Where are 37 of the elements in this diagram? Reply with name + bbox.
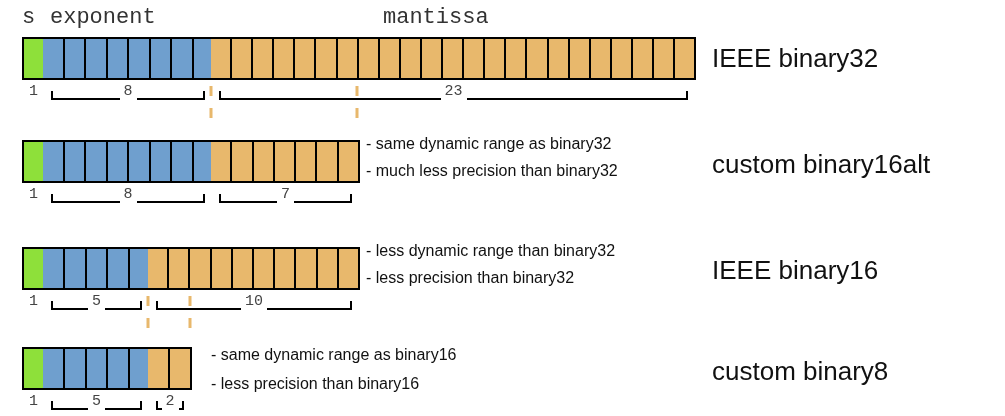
format-name: IEEE binary32: [712, 42, 879, 75]
bit-count: 7: [280, 187, 291, 203]
exponent-bit-field: [43, 37, 213, 80]
bit-count: 1: [29, 187, 38, 203]
sign-bit-field: [22, 247, 45, 290]
format-note: - less dynamic range than binary32: [366, 241, 616, 261]
bit-count: 1: [29, 394, 38, 410]
format-name: IEEE binary16: [712, 254, 879, 287]
bit-count: 5: [91, 294, 102, 310]
mantissa-bit-field: [211, 140, 360, 183]
bit-count: 23: [443, 84, 464, 100]
format-note: - same dynamic range as binary16: [211, 345, 457, 365]
mantissa-bit-field: [211, 37, 696, 80]
bit-count: 1: [29, 294, 38, 310]
exponent-bit-field: [43, 140, 213, 183]
bit-count: 10: [244, 294, 264, 310]
format-name: custom binary16alt: [712, 148, 931, 181]
field-heading: exponent: [50, 4, 156, 32]
mantissa-bit-field: [148, 347, 192, 390]
format-note: - much less precision than binary32: [366, 161, 618, 181]
field-heading: s: [22, 4, 36, 32]
bit-count: 2: [164, 394, 176, 410]
mantissa-bit-field: [148, 247, 360, 290]
bit-count: 5: [91, 394, 102, 410]
bit-count: 8: [122, 187, 134, 203]
format-note: - same dynamic range as binary32: [366, 134, 612, 154]
format-note: - less precision than binary32: [366, 268, 575, 288]
sign-bit-field: [22, 347, 45, 390]
sign-bit-field: [22, 140, 45, 183]
exponent-bit-field: [43, 247, 150, 290]
field-heading: mantissa: [383, 4, 489, 32]
bit-count: 8: [122, 84, 134, 100]
exponent-bit-field: [43, 347, 150, 390]
sign-bit-field: [22, 37, 45, 80]
format-name: custom binary8: [712, 355, 889, 388]
bit-count: 1: [29, 84, 38, 100]
format-note: - less precision than binary16: [211, 374, 420, 394]
